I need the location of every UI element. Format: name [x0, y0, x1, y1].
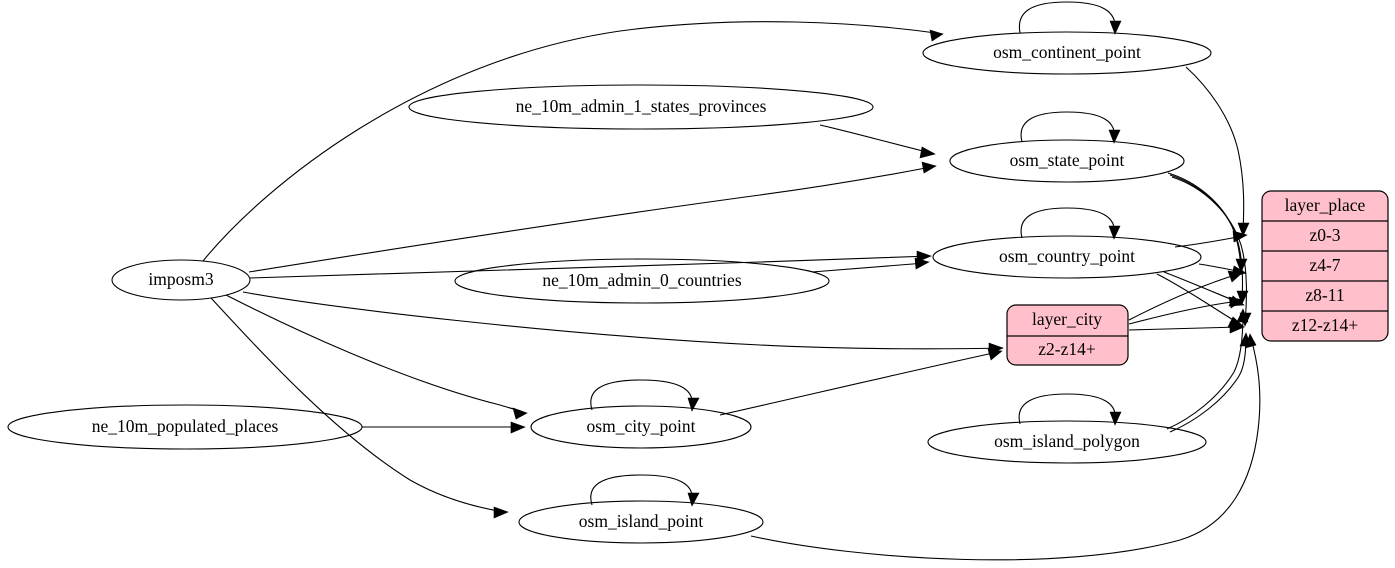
- edge-layer_city-to-layer_place-z12-z14: [1128, 326, 1241, 331]
- node-osm_country_point[interactable]: osm_country_point: [932, 235, 1202, 279]
- layer_place-title: layer_place: [1285, 195, 1366, 215]
- node-osm_continent_point[interactable]: osm_continent_point: [922, 31, 1212, 75]
- edge-imposm3-to-osm_city_point: [225, 294, 524, 413]
- arrowhead: [914, 257, 930, 270]
- edge-osm_island_point-to-layer_place-z12-z14: [750, 337, 1261, 561]
- node-label: osm_island_polygon: [994, 431, 1140, 451]
- edge-ne_10m_admin_1_states_provinces-to-osm_state_point: [819, 124, 932, 154]
- arrowhead: [916, 250, 932, 263]
- node-shape[interactable]: [518, 500, 764, 544]
- node-osm_state_point[interactable]: osm_state_point: [949, 139, 1185, 183]
- selfloop-osm_island_polygon: [1018, 393, 1116, 425]
- node-shape[interactable]: [111, 259, 251, 301]
- selfloop-osm_continent_point: [1018, 1, 1116, 34]
- arrowhead: [1236, 290, 1249, 305]
- node-label: osm_continent_point: [993, 42, 1141, 62]
- edge-osm_island_polygon-to-layer_place-z12-z14: [1169, 336, 1247, 433]
- arrowhead: [987, 348, 1003, 361]
- edge-osm_continent_point-to-layer_place-z0-3: [1185, 66, 1245, 233]
- node-shape[interactable]: [949, 139, 1185, 183]
- node-label: osm_city_point: [587, 416, 696, 436]
- node-label: ne_10m_admin_0_countries: [542, 270, 741, 290]
- node-shape[interactable]: [932, 235, 1202, 279]
- arrowhead: [493, 506, 509, 519]
- node-ne_10m_populated_places[interactable]: ne_10m_populated_places: [7, 404, 363, 450]
- layer_place-box[interactable]: [1261, 190, 1389, 342]
- arrowhead: [1228, 296, 1244, 309]
- arrowhead: [1109, 411, 1122, 426]
- layer_city-title: layer_city: [1032, 309, 1102, 329]
- arrowhead: [512, 407, 528, 420]
- node-shape[interactable]: [530, 405, 752, 449]
- edge-imposm3-to-layer_city: [242, 291, 1004, 350]
- node-shape[interactable]: [927, 420, 1207, 464]
- layer_city-box[interactable]: [1006, 304, 1129, 366]
- arrowhead: [1108, 225, 1121, 240]
- arrowhead: [919, 146, 936, 159]
- node-ne_10m_admin_0_countries[interactable]: ne_10m_admin_0_countries: [454, 258, 830, 304]
- node-osm_island_polygon[interactable]: osm_island_polygon: [927, 420, 1207, 464]
- layer_city-row-z2-z14plus[interactable]: z2-z14+: [1038, 339, 1096, 359]
- arrowhead: [687, 397, 700, 412]
- arrowhead: [1237, 222, 1250, 237]
- edge-osm_city_point-to-layer_city: [719, 351, 999, 416]
- arrowhead: [921, 161, 937, 174]
- arrowhead: [1232, 230, 1248, 243]
- edge-osm_state_point-to-layer_place-z4-7: [1167, 172, 1242, 269]
- arrowhead: [510, 421, 526, 434]
- node-osm_island_point[interactable]: osm_island_point: [518, 500, 764, 544]
- edge-layer_city-to-layer_place-z4-7: [1128, 273, 1239, 321]
- arrowhead: [1227, 270, 1243, 283]
- node-label: osm_island_point: [579, 511, 704, 531]
- edge-imposm3-to-osm_island_point: [210, 297, 505, 513]
- arrowhead: [1109, 20, 1122, 35]
- edge-imposm3-to-osm_state_point: [248, 165, 937, 273]
- node-ne_10m_admin_1_states_provinces[interactable]: ne_10m_admin_1_states_provinces: [408, 84, 874, 130]
- layer_place-row-z0-3[interactable]: z0-3: [1309, 225, 1340, 245]
- node-label: ne_10m_populated_places: [92, 416, 279, 436]
- node-label: osm_country_point: [999, 246, 1135, 266]
- node-shape[interactable]: [454, 258, 830, 304]
- arrowhead: [1244, 333, 1257, 349]
- edge-osm_country_point-to-layer_place-z12-z14: [1156, 273, 1241, 325]
- node-shape[interactable]: [7, 404, 363, 450]
- layer_place-row-z8-11[interactable]: z8-11: [1305, 285, 1344, 305]
- layer_place-row-z12-z14plus[interactable]: z12-z14+: [1292, 315, 1358, 335]
- layer_place-row-z4-7[interactable]: z4-7: [1309, 255, 1340, 275]
- edge-osm_country_point-to-layer_place-z0-3: [1174, 235, 1244, 248]
- edge-layer: [202, 1, 1261, 561]
- node-layer_city[interactable]: layer_city z2-z14+: [1006, 304, 1129, 366]
- node-label: osm_state_point: [1010, 150, 1125, 170]
- arrowhead: [1229, 321, 1245, 334]
- edge-osm_island_polygon-to-layer_place-z8-11: [1166, 312, 1244, 430]
- selfloop-osm_island_point: [590, 474, 693, 506]
- record-node-layer: layer_place z0-3 z4-7 z8-11 z12-z14+ lay…: [1006, 190, 1389, 366]
- node-layer_place[interactable]: layer_place z0-3 z4-7 z8-11 z12-z14+: [1261, 190, 1389, 342]
- node-label: imposm3: [148, 269, 213, 289]
- edge-osm_state_point-to-layer_place-z12-z14: [1171, 176, 1248, 323]
- node-shape[interactable]: [408, 84, 874, 130]
- node-layer: imposm3 ne_10m_admin_1_states_provinces …: [7, 31, 1212, 544]
- edge-layer_city-to-layer_place-z8-11: [1128, 300, 1240, 325]
- arrowhead: [1108, 129, 1121, 144]
- arrowhead: [687, 492, 700, 507]
- node-osm_city_point[interactable]: osm_city_point: [530, 405, 752, 449]
- node-imposm3[interactable]: imposm3: [111, 259, 251, 301]
- node-label: ne_10m_admin_1_states_provinces: [516, 96, 767, 116]
- edge-imposm3-to-osm_continent_point: [202, 21, 944, 262]
- arrowhead: [1236, 308, 1249, 323]
- arrowhead: [929, 29, 944, 42]
- edge-ne_10m_admin_0_countries-to-osm_country_point: [811, 262, 926, 273]
- selfloop-osm_city_point: [590, 379, 693, 411]
- selfloop-osm_state_point: [1020, 111, 1115, 143]
- node-shape[interactable]: [922, 31, 1212, 75]
- selfloop-osm_country_point: [1020, 207, 1115, 239]
